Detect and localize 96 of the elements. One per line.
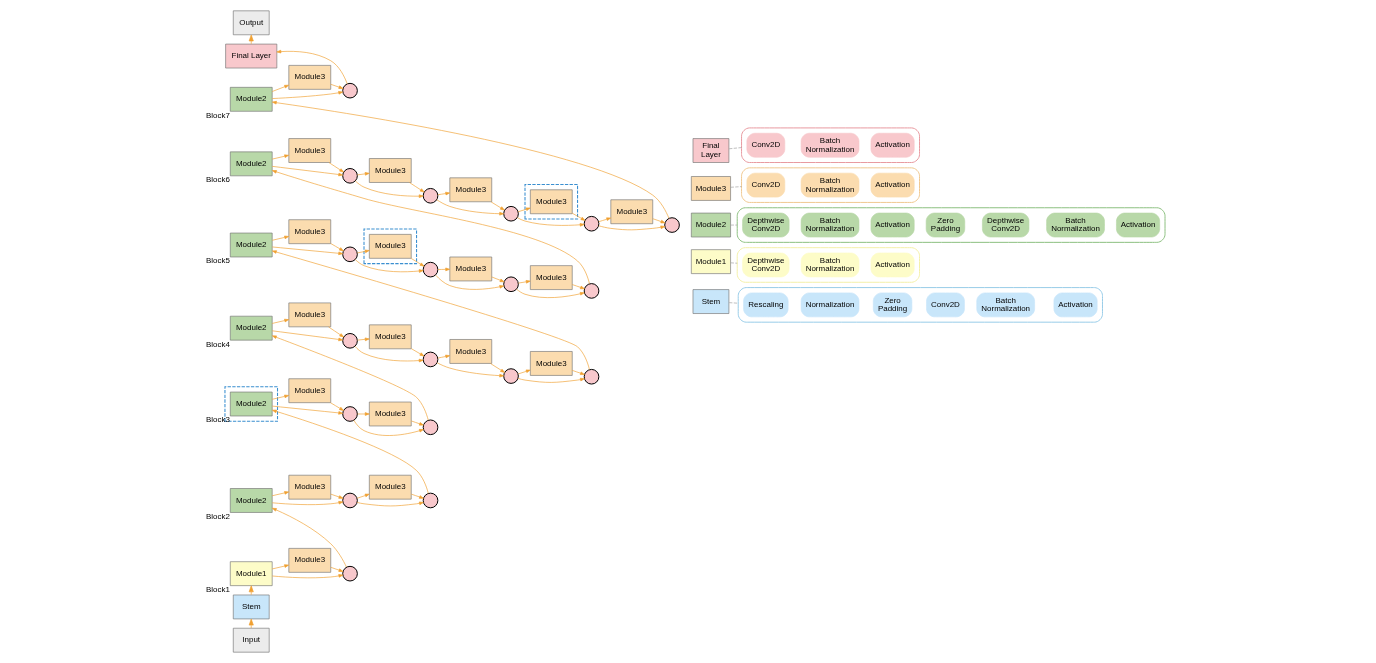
arrow: [357, 412, 370, 416]
arrow: [330, 493, 344, 499]
arrow: [598, 225, 666, 231]
arrow: [517, 377, 585, 383]
node-circle: [342, 406, 358, 422]
arrow: [490, 363, 505, 373]
arrow: [437, 354, 451, 359]
cluster: [736, 247, 920, 283]
arrow: [330, 402, 344, 411]
arrow: [517, 217, 585, 227]
arrow: [272, 91, 343, 99]
node-circle: [503, 276, 519, 293]
arrow: [491, 276, 505, 283]
arrow: [272, 100, 670, 219]
arrow: [411, 493, 424, 499]
node-circle: [342, 168, 358, 184]
arrow: [517, 207, 531, 213]
node-circle: [342, 565, 358, 582]
node-circle: [422, 187, 439, 204]
arrow: [271, 84, 289, 92]
node-circle: [342, 82, 358, 99]
cluster: [736, 207, 1166, 243]
connector: [730, 262, 738, 264]
node-circle: [583, 215, 600, 232]
cluster: [737, 287, 1103, 323]
arrow: [272, 166, 344, 177]
cluster: [741, 127, 920, 163]
node-circle: [422, 261, 439, 278]
arrow: [248, 618, 254, 629]
node-circle: [422, 492, 439, 509]
arrow: [354, 346, 424, 363]
arrow: [328, 326, 344, 338]
connector: [730, 224, 738, 226]
connector: [728, 147, 742, 150]
arrow: [356, 493, 370, 499]
connector: [730, 186, 742, 188]
arrow: [355, 259, 424, 273]
arrow: [355, 180, 424, 198]
arrow: [248, 34, 254, 45]
arrow: [272, 170, 590, 285]
arrow: [271, 491, 289, 497]
arrow: [272, 246, 344, 256]
arrow: [272, 409, 429, 494]
arrow: [435, 274, 505, 290]
arrow: [271, 235, 289, 241]
arrow: [356, 249, 370, 254]
arrow: [330, 567, 344, 572]
arrow: [272, 507, 347, 568]
arrow: [357, 337, 370, 342]
arrow: [437, 191, 451, 196]
node-circle: [583, 283, 600, 299]
node-circle: [503, 205, 519, 222]
arrow: [272, 335, 429, 421]
arrow: [572, 212, 586, 221]
arrow: [436, 199, 504, 216]
arrow: [356, 172, 370, 176]
arrow: [271, 394, 289, 400]
node-circle: [664, 217, 680, 233]
arrow: [276, 49, 348, 85]
arrow: [330, 243, 344, 252]
arrow: [490, 201, 505, 211]
node-circle: [422, 419, 439, 436]
node-circle: [503, 368, 519, 384]
node-circle: [342, 492, 358, 509]
arrow: [272, 250, 590, 370]
arrow: [517, 369, 531, 375]
node-circle: [583, 368, 600, 385]
arrow: [272, 330, 344, 342]
arrow: [572, 370, 585, 375]
arrow: [516, 288, 585, 298]
arrow: [436, 362, 505, 378]
arrow: [409, 182, 425, 193]
arrow: [248, 585, 254, 596]
arrow: [437, 267, 451, 272]
arrow: [330, 84, 344, 89]
arrow: [353, 419, 424, 436]
arrow: [411, 348, 425, 357]
arrow: [410, 258, 425, 267]
arrow: [271, 154, 289, 160]
arrow: [652, 218, 666, 224]
arrow: [598, 217, 612, 223]
arrow: [517, 280, 531, 284]
connector: [728, 302, 739, 304]
arrow: [272, 500, 344, 505]
arrow: [272, 574, 344, 579]
node-circle: [342, 333, 358, 349]
arrow: [411, 420, 424, 426]
arrow: [271, 318, 289, 324]
node-circle: [342, 246, 358, 263]
arrow: [356, 501, 424, 507]
arrow: [572, 284, 585, 290]
arrow: [272, 405, 344, 415]
arrow: [271, 564, 289, 570]
arrow: [328, 162, 344, 173]
node-circle: [422, 351, 439, 368]
cluster: [741, 167, 920, 203]
